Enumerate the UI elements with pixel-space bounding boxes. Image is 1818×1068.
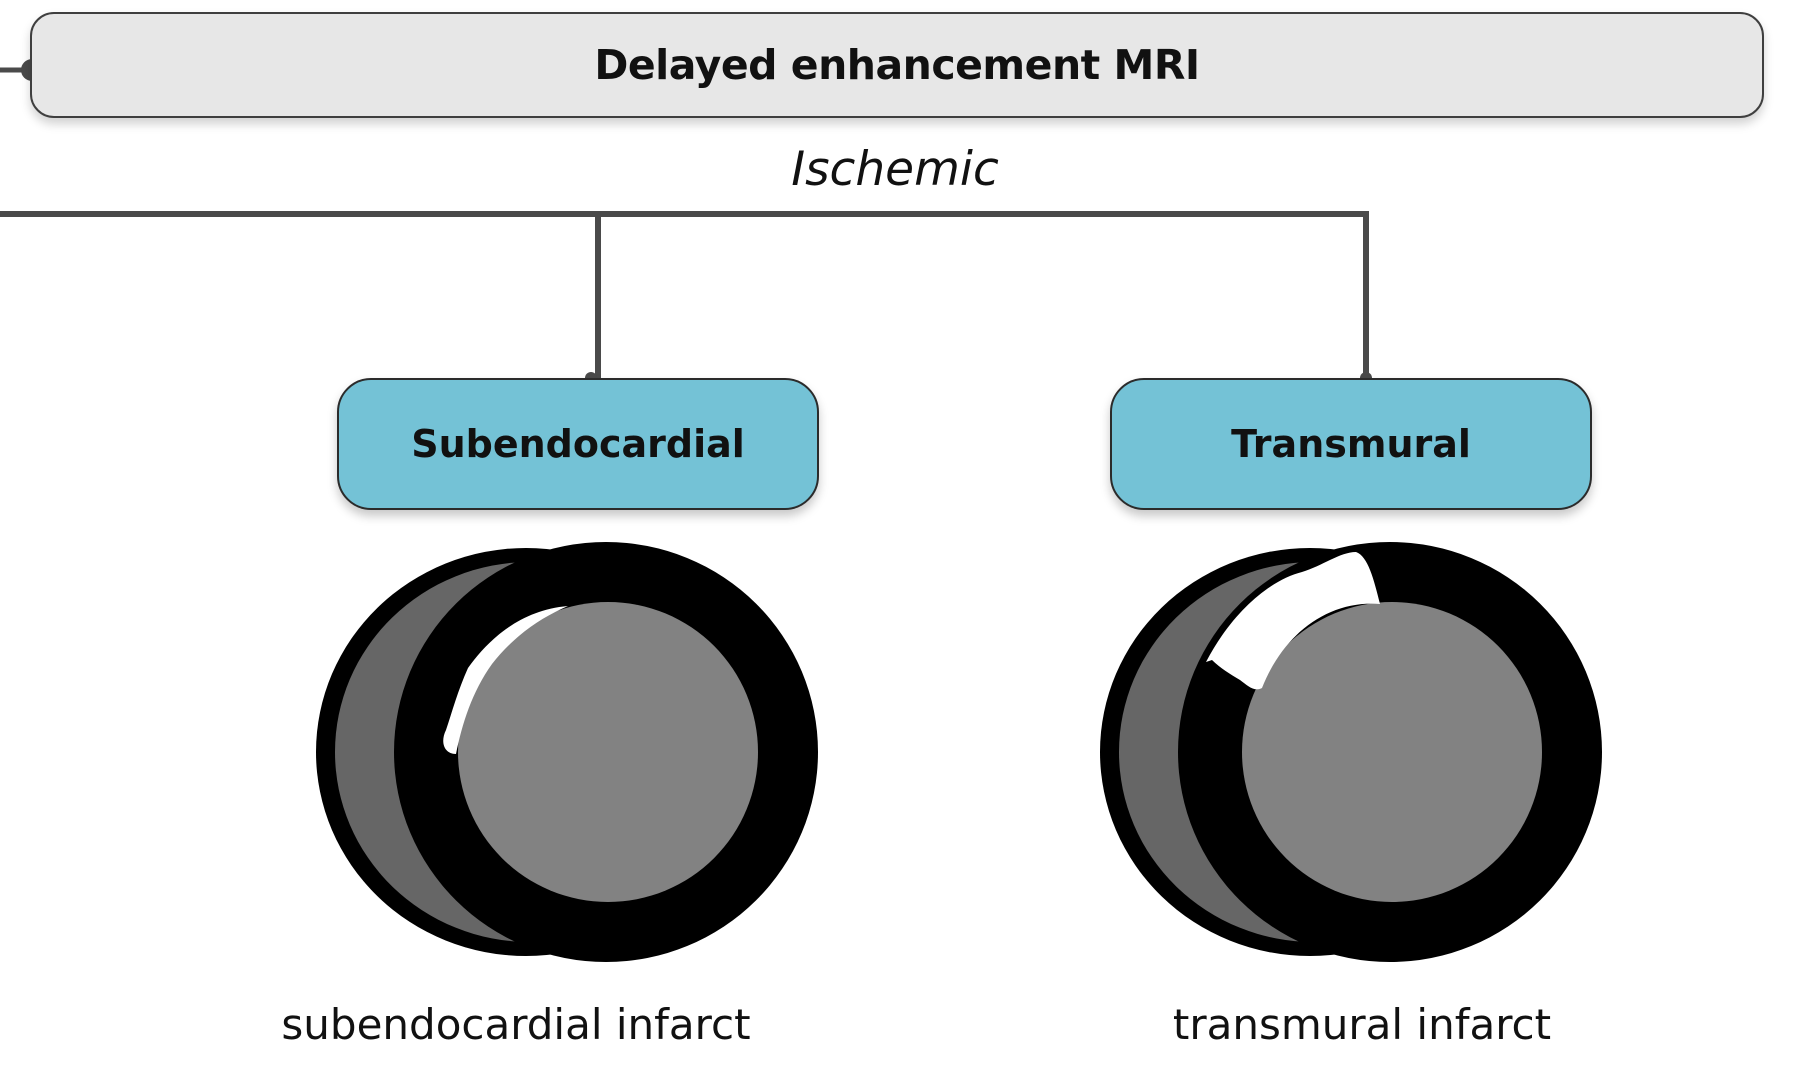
- lv-cavity: [1242, 602, 1542, 902]
- subendocardial-enhancement: [443, 606, 568, 754]
- header-title: Delayed enhancement MRI: [594, 41, 1200, 89]
- caption-transmural-infarct: transmural infarct: [1172, 1000, 1552, 1049]
- subendocardial-heart-diagram: [316, 542, 818, 962]
- category-box-subendocardial: Subendocardial: [337, 378, 819, 510]
- category-label-transmural: Transmural: [1231, 422, 1471, 466]
- branch-label-ischemic: Ischemic: [791, 142, 999, 197]
- caption-subendocardial-infarct: subendocardial infarct: [281, 1000, 751, 1049]
- lv-cavity: [458, 602, 758, 902]
- category-box-transmural: Transmural: [1110, 378, 1592, 510]
- branch-line-transmural: [0, 211, 1369, 378]
- transmural-heart-diagram: [1100, 542, 1602, 962]
- transmural-enhancement: [1206, 552, 1380, 690]
- header-box: Delayed enhancement MRI: [30, 12, 1764, 118]
- category-label-subendocardial: Subendocardial: [411, 422, 745, 466]
